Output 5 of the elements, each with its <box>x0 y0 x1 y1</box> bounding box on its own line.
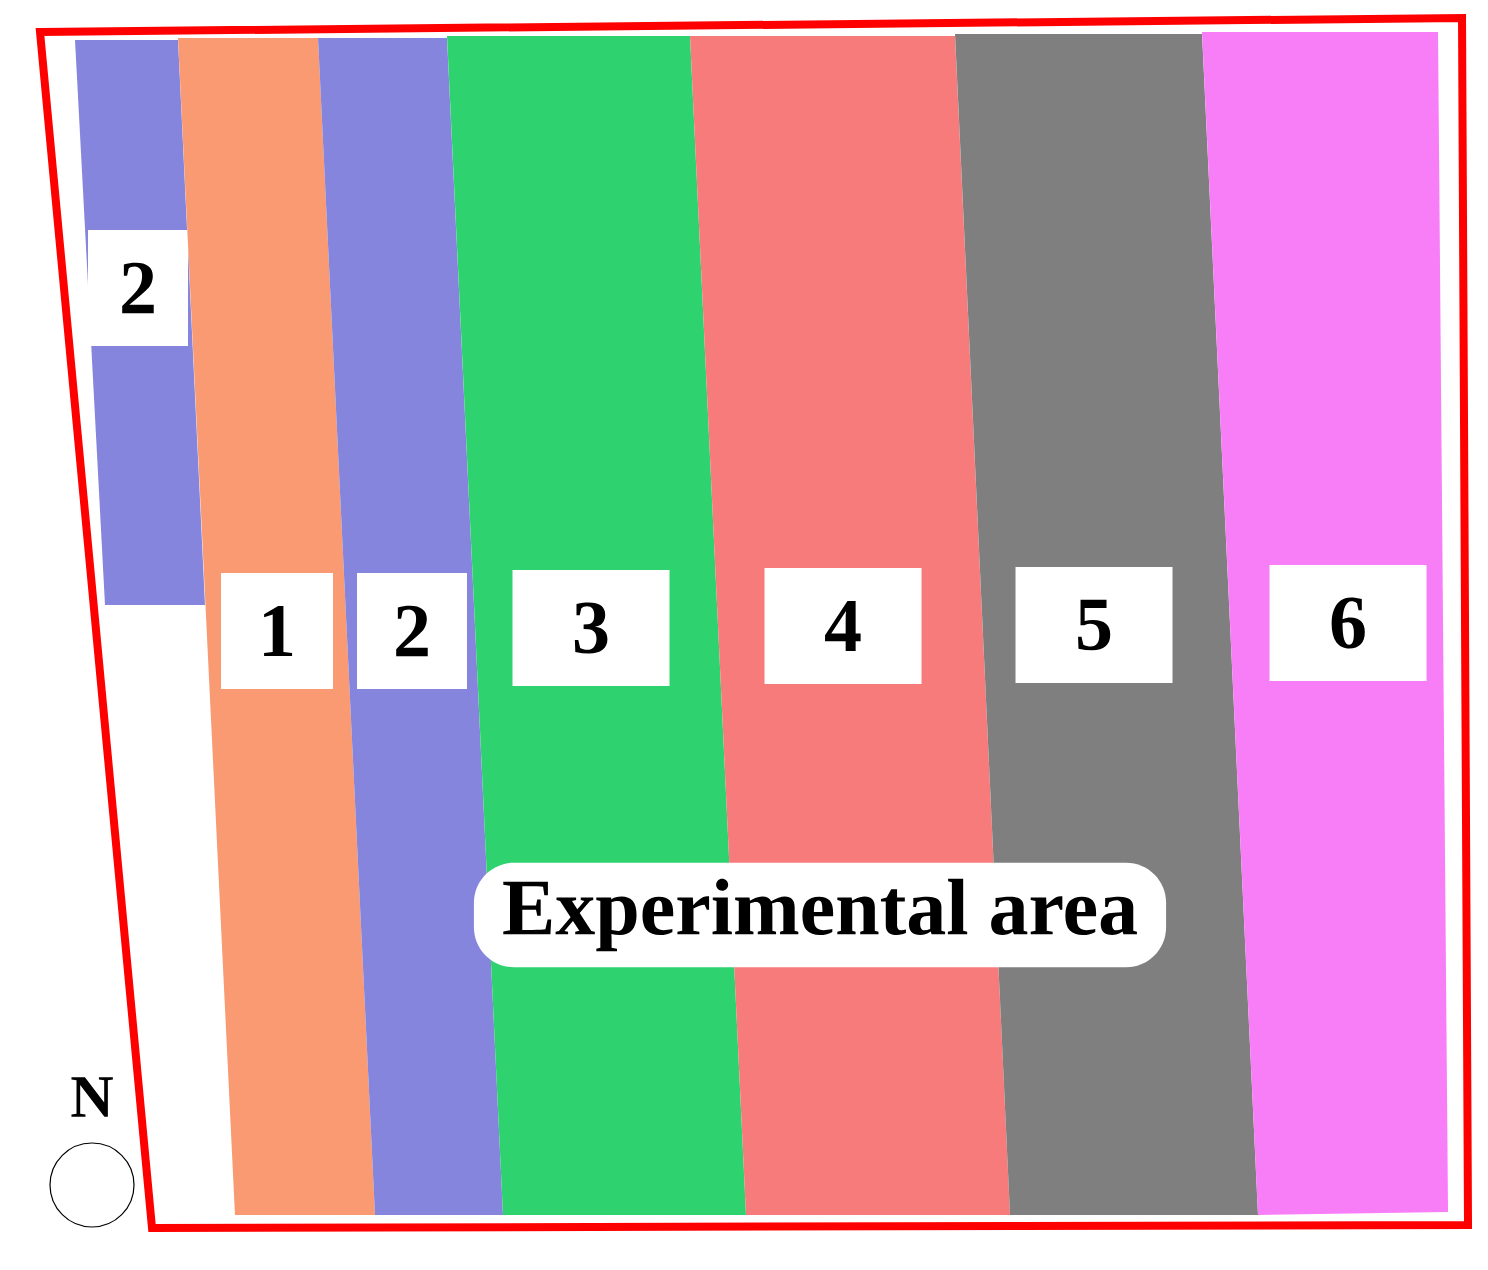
area-label: Experimental area <box>473 862 1167 968</box>
plot-strip: 6 <box>1202 32 1448 1215</box>
plot-strip: 2 <box>318 38 503 1215</box>
north-label: N <box>71 1077 113 1117</box>
plot-strip: 1 <box>178 38 375 1215</box>
